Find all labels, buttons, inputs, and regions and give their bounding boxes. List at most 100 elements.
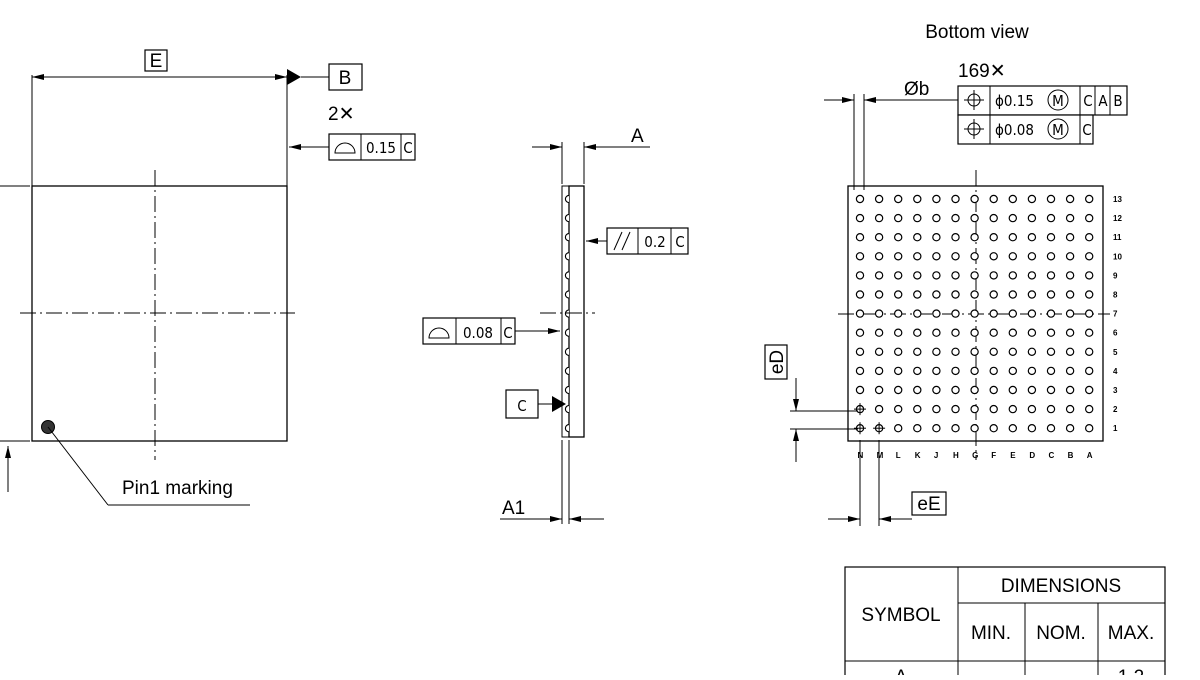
ball-M8	[874, 290, 884, 299]
table-header-max: MAX.	[1108, 623, 1154, 644]
ball-grid	[854, 194, 1094, 435]
ball-F6	[989, 328, 998, 337]
ball-C11	[1046, 232, 1056, 242]
dimension-label-a1: A1	[502, 498, 525, 519]
row-label: 11	[1113, 233, 1122, 242]
ball-F5	[989, 347, 998, 356]
ball-J12	[932, 213, 941, 223]
ball-N6	[855, 328, 865, 337]
side-ball	[564, 385, 570, 395]
ball-D2	[1027, 404, 1037, 414]
ball-D1	[1027, 424, 1037, 433]
ball-C6	[1046, 328, 1056, 337]
ball-G7	[970, 309, 979, 318]
pitch-label-ee: eE	[917, 494, 940, 515]
svg-text:ϕ0.15: ϕ0.15	[995, 92, 1034, 110]
ball-J8	[932, 290, 941, 299]
row-label: 5	[1113, 348, 1118, 357]
col-label: G	[972, 451, 978, 460]
ball-G1	[970, 424, 979, 433]
ball-N3	[855, 385, 865, 395]
ball-L4	[894, 366, 903, 376]
ball-B5	[1065, 347, 1075, 356]
ball-N12	[855, 213, 865, 223]
ball-G6	[970, 328, 979, 337]
ball-L3	[894, 385, 903, 395]
ball-M5	[874, 347, 884, 356]
ball-F13	[989, 194, 998, 204]
ball-E1	[1008, 424, 1018, 433]
ball-C7	[1046, 309, 1056, 318]
datum-label-b: B	[339, 68, 352, 89]
ball-F1	[989, 424, 998, 433]
ball-E5	[1008, 347, 1018, 356]
ball-N9	[855, 271, 865, 280]
side-ball	[564, 404, 570, 414]
ball-J10	[932, 252, 941, 261]
ball-A5	[1084, 347, 1094, 356]
ball-H6	[951, 328, 960, 337]
ball-K9	[913, 271, 922, 280]
ball-G11	[970, 232, 979, 242]
ball-E6	[1008, 328, 1018, 337]
ball-H1	[951, 424, 960, 433]
ball-J13	[932, 194, 941, 204]
side-ball	[564, 233, 570, 242]
table-header-dimensions: DIMENSIONS	[1001, 576, 1121, 597]
ball-F10	[989, 252, 998, 261]
ball-L8	[894, 290, 903, 299]
ball-C8	[1046, 290, 1056, 299]
col-label: E	[1010, 451, 1016, 460]
row-label: 8	[1113, 291, 1118, 300]
ball-M4	[874, 366, 884, 376]
profile-surface-icon	[334, 142, 356, 154]
ball-C2	[1046, 404, 1056, 414]
ball-E11	[1008, 232, 1018, 242]
top-view: E B 2✕ 0.15 C Pin1 marking	[0, 49, 416, 506]
ball-A8	[1084, 290, 1094, 299]
ball-L6	[894, 328, 903, 337]
ball-K10	[913, 252, 922, 261]
ball-B10	[1065, 252, 1075, 261]
ball-L12	[894, 213, 903, 223]
row-label: 1	[1113, 424, 1118, 433]
ball-F11	[989, 232, 998, 242]
ball-L2	[894, 404, 903, 414]
ball-D12	[1027, 213, 1037, 223]
ball-K7	[913, 309, 922, 318]
ball-D13	[1027, 194, 1037, 204]
ball-B9	[1065, 271, 1075, 280]
ball-B3	[1065, 385, 1075, 395]
ball-K13	[913, 194, 922, 204]
ball-C13	[1046, 194, 1056, 204]
ball-J6	[932, 328, 941, 337]
ball-F7	[989, 309, 998, 318]
svg-text:B: B	[1113, 92, 1122, 110]
ball-J3	[932, 385, 941, 395]
dimension-label-e: E	[150, 51, 163, 72]
side-view: A A1 0.2 C 0.08 C C	[422, 126, 689, 524]
ball-E10	[1008, 252, 1018, 261]
ball-E4	[1008, 366, 1018, 376]
ball-E12	[1008, 213, 1018, 223]
ball-F3	[989, 385, 998, 395]
col-label: L	[896, 451, 901, 460]
ball-A3	[1084, 385, 1094, 395]
ball-A13	[1084, 194, 1094, 204]
ball-J11	[932, 232, 941, 242]
ball-A12	[1084, 213, 1094, 223]
ball-G3	[970, 385, 979, 395]
ball-B7	[1065, 309, 1075, 318]
ball-M2	[874, 404, 884, 414]
ball-K6	[913, 328, 922, 337]
row-label: 4	[1113, 367, 1118, 376]
ball-B13	[1065, 194, 1075, 204]
ball-N11	[855, 232, 865, 242]
col-label: F	[991, 451, 996, 460]
ball-B1	[1065, 424, 1075, 433]
table-cell-max-a: 1.2	[1118, 667, 1144, 675]
ball-C10	[1046, 252, 1056, 261]
side-ball	[564, 194, 570, 204]
